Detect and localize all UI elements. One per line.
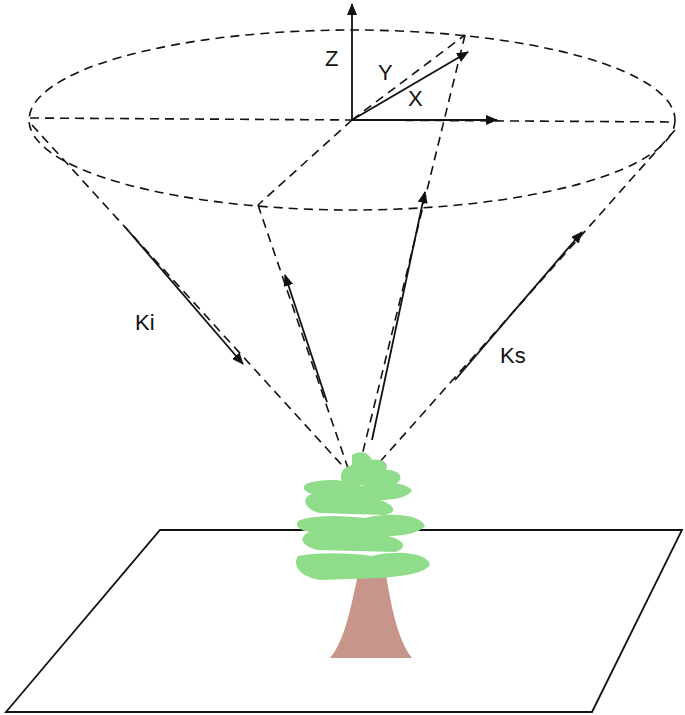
dashed-axis bbox=[258, 120, 352, 205]
vector-label: Ki bbox=[135, 312, 155, 334]
axis-label: X bbox=[408, 88, 423, 110]
vector-label: Ks bbox=[500, 345, 526, 367]
scattered-vector bbox=[455, 232, 582, 380]
cone-line bbox=[32, 125, 360, 485]
z-axis bbox=[351, 4, 353, 120]
axis-label: Z bbox=[325, 48, 338, 70]
tree-trunk bbox=[330, 575, 412, 658]
scatter-vector bbox=[285, 275, 327, 402]
cone-line bbox=[362, 130, 675, 482]
scatter-vector bbox=[372, 192, 425, 440]
incident-vector bbox=[125, 227, 243, 364]
axis-label: Y bbox=[378, 62, 393, 84]
ground-plane bbox=[6, 530, 682, 712]
y-axis bbox=[352, 52, 468, 120]
cone-line bbox=[356, 35, 465, 480]
tree-canopy bbox=[296, 452, 430, 580]
x-axis bbox=[352, 119, 497, 121]
cone-line bbox=[258, 205, 352, 480]
dashed-axis bbox=[352, 35, 465, 120]
